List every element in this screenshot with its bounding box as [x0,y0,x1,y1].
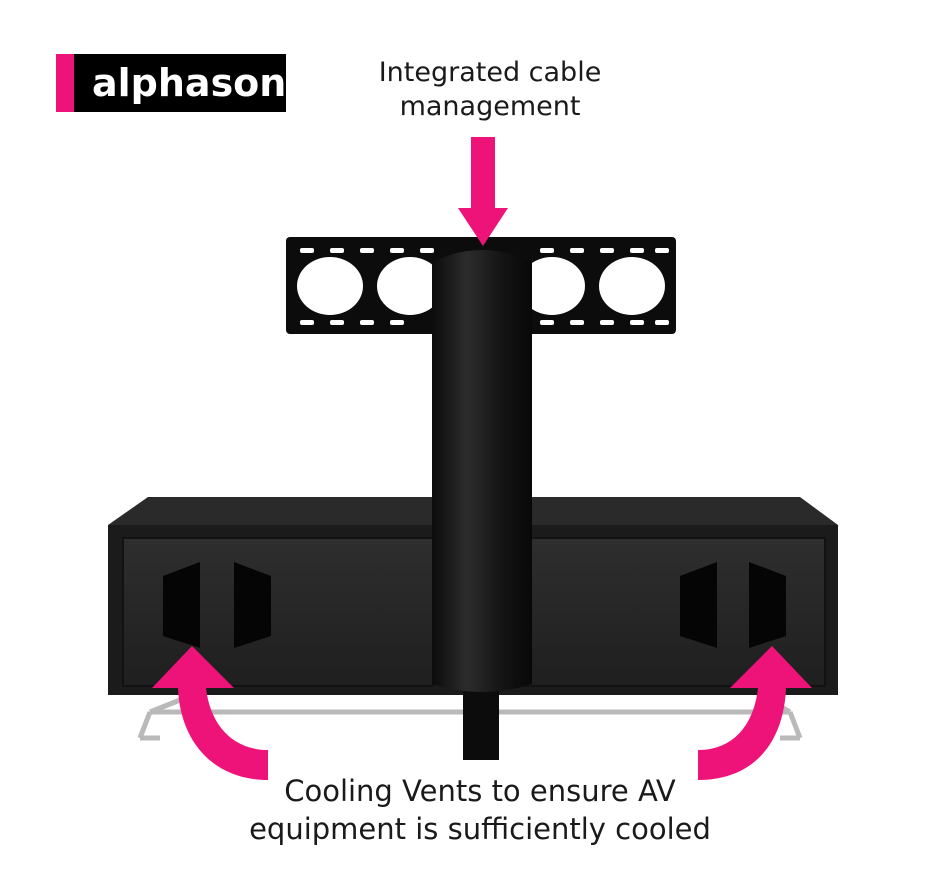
column-foot [463,690,499,760]
down-arrow-icon [458,137,508,246]
curved-arrow-left-icon [152,646,268,780]
caption-line: Integrated cable [378,57,602,88]
caption-line: equipment is sufficiently cooled [249,812,711,846]
cooling-vent-right-inner [749,562,786,648]
curved-arrow-right-icon [698,646,812,780]
cooling-vent-left-inner [234,562,271,648]
cooling-vent-left-outer [163,562,200,648]
caption-line: Cooling Vents to ensure AV [284,774,676,808]
cooling-vent-right-outer [680,562,717,648]
cable-management-caption: Integrated cable management [330,56,650,124]
logo-accent-bar [56,54,74,112]
caption-line: management [399,91,581,122]
cable-management-column [432,250,532,692]
logo-wordmark: alphason [92,61,287,105]
alphason-logo: alphason [56,54,286,112]
cooling-vents-caption: Cooling Vents to ensure AV equipment is … [180,772,780,848]
